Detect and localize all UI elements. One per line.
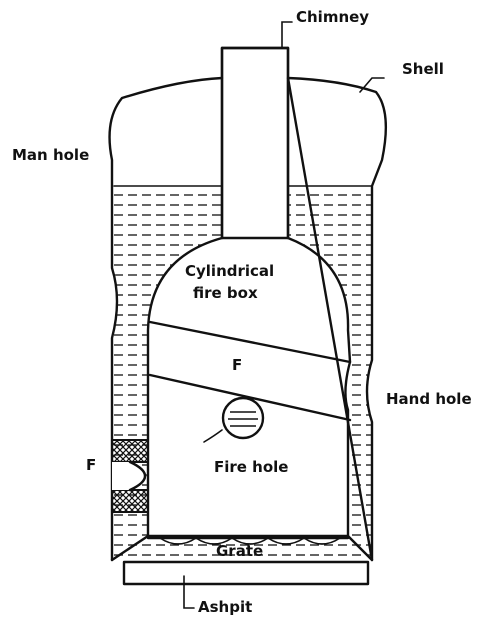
ashpit xyxy=(124,562,368,584)
label-ashpit: Ashpit xyxy=(198,598,252,616)
label-chimney: Chimney xyxy=(296,8,369,26)
label-cylindrical: Cylindrical xyxy=(185,262,274,280)
label-hand-hole: Hand hole xyxy=(386,390,472,408)
label-grate: Grate xyxy=(216,542,263,560)
label-f-tube: F xyxy=(232,356,242,374)
label-man-hole: Man hole xyxy=(12,146,89,164)
label-f-door: F xyxy=(86,456,96,474)
label-fire-box: fire box xyxy=(193,284,258,302)
fire-door xyxy=(112,440,148,512)
fire-hole xyxy=(223,398,263,438)
label-fire-hole: Fire hole xyxy=(214,458,288,476)
cylindrical-fire-box xyxy=(148,238,350,538)
label-shell: Shell xyxy=(402,60,444,78)
